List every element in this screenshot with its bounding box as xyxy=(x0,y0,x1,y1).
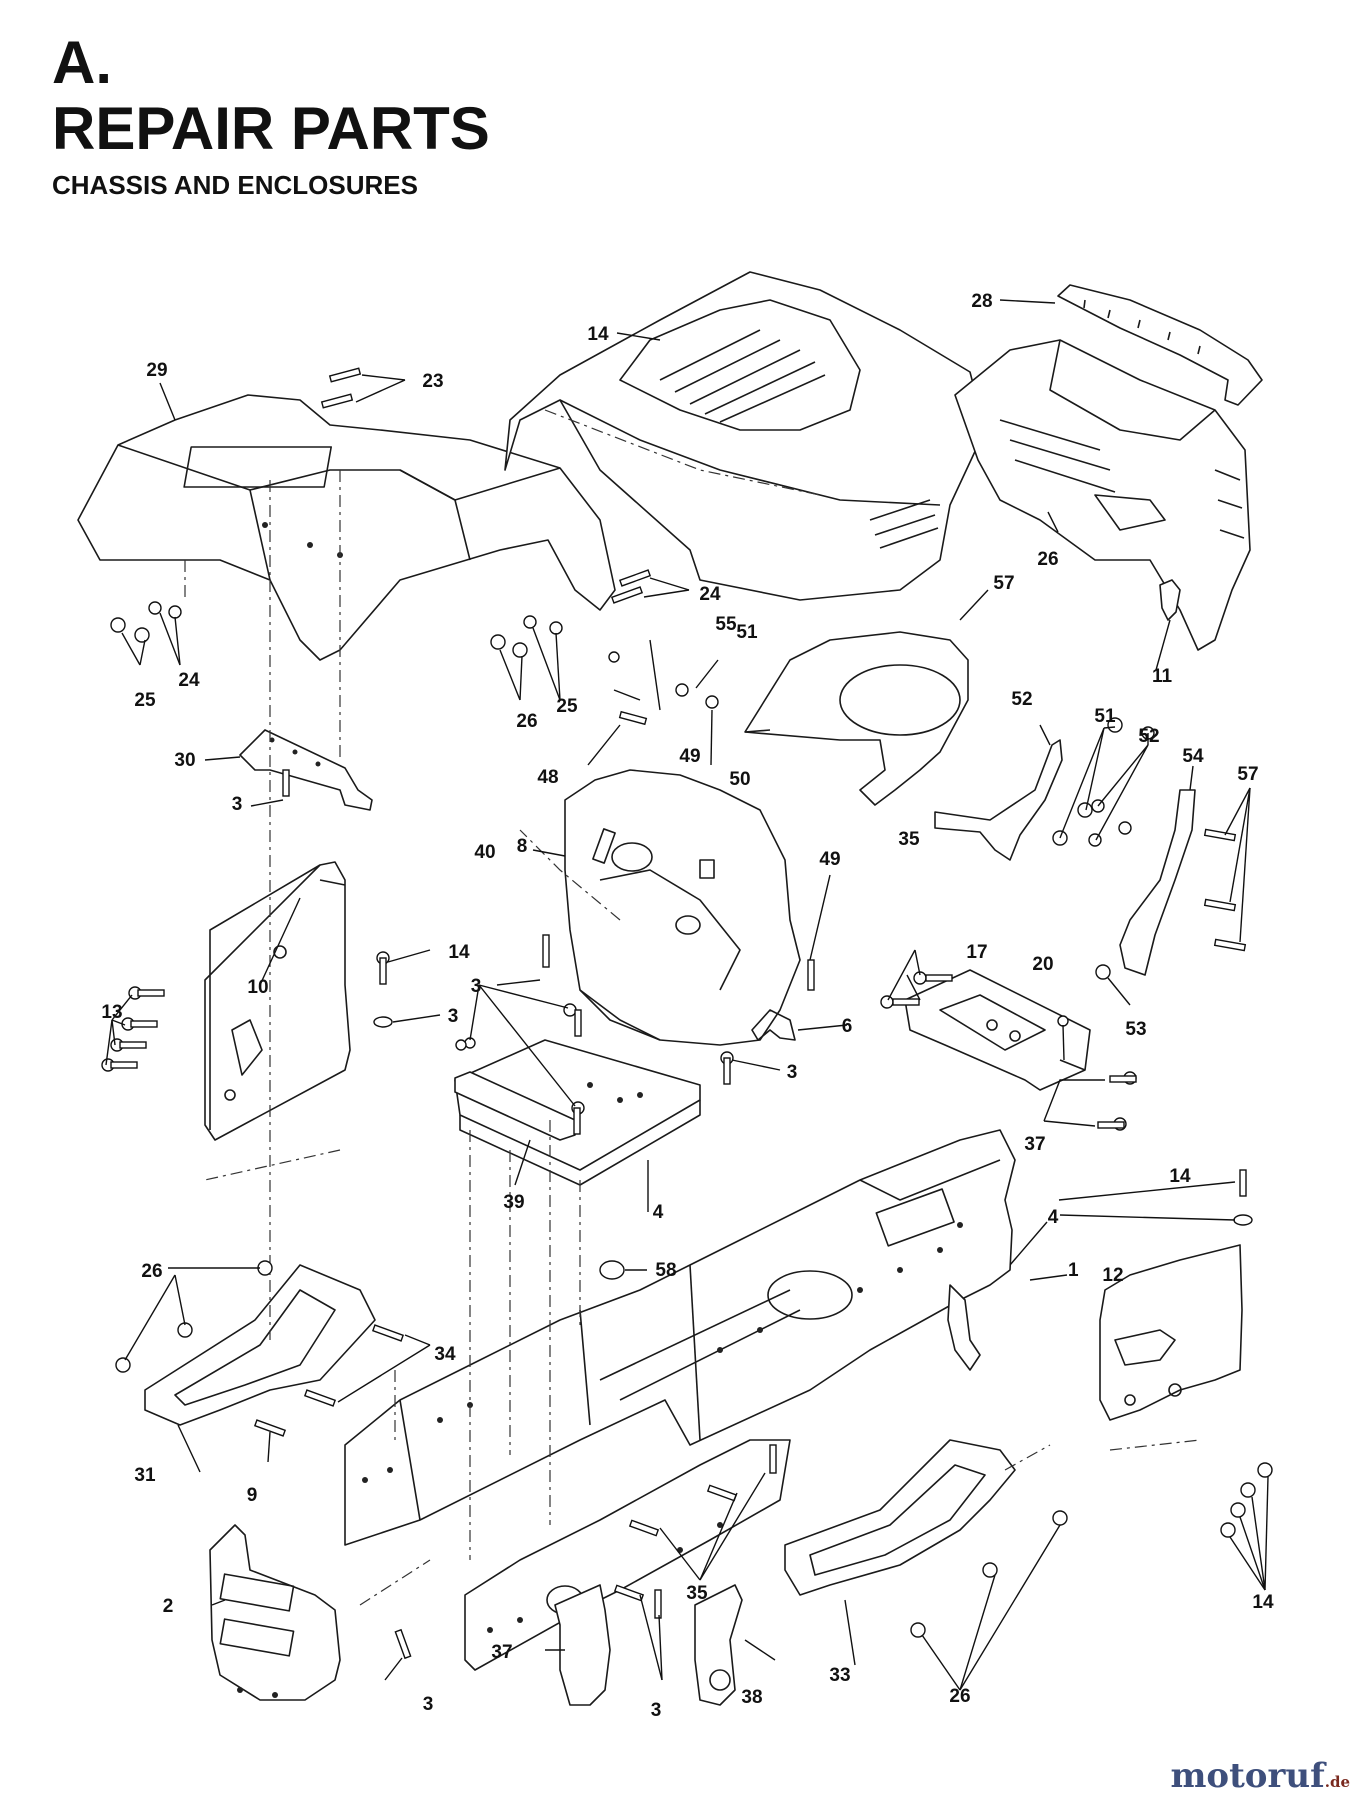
callout-label: 1 xyxy=(1068,1260,1079,1281)
callout-label: 13 xyxy=(101,1002,122,1023)
part-39-hole xyxy=(709,1669,731,1691)
callout-label: 35 xyxy=(686,1583,708,1604)
part-frame-rail-lower xyxy=(464,1439,791,1671)
part-20-seat-bracket xyxy=(904,969,1091,1091)
callout-label: 29 xyxy=(146,360,167,381)
part-55-bracket xyxy=(1119,789,1196,976)
part-40-rail xyxy=(454,1071,576,1141)
callout-label: 3 xyxy=(787,1062,798,1083)
callout-label: 28 xyxy=(971,291,992,312)
section-letter: A. xyxy=(52,29,112,96)
callout-label: 33 xyxy=(829,1665,850,1686)
callout-label: 14 xyxy=(448,942,470,963)
part-28-grille xyxy=(954,339,1251,651)
callout-label: 51 xyxy=(1094,706,1116,727)
callout-label: 48 xyxy=(537,767,558,788)
callout-label: 54 xyxy=(1182,746,1204,767)
callout-label: 14 xyxy=(1169,1166,1191,1187)
callout-label: 57 xyxy=(1237,764,1258,785)
part-1-frame xyxy=(344,1129,1016,1546)
callout-label: 51 xyxy=(736,622,758,643)
hardware xyxy=(101,367,1273,1660)
watermark: motoruf.de xyxy=(1170,1756,1350,1796)
callout-label: 12 xyxy=(1102,1265,1123,1286)
page-subtitle: CHASSIS AND ENCLOSURES xyxy=(52,170,418,200)
callout-label: 34 xyxy=(434,1344,456,1365)
part-9-dash-panel xyxy=(564,769,801,1046)
part-30-rear-fender xyxy=(77,394,616,661)
part-33-footrest-left xyxy=(144,1264,376,1426)
callout-label: 17 xyxy=(966,942,987,963)
callout-label: 55 xyxy=(715,614,737,635)
callout-label: 2 xyxy=(163,1596,174,1617)
callout-label: 3 xyxy=(232,794,243,815)
watermark-name: motoruf xyxy=(1170,1756,1325,1796)
callout-label: 53 xyxy=(1125,1019,1146,1040)
callout-label: 9 xyxy=(247,1485,258,1506)
callout-label: 58 xyxy=(655,1260,676,1281)
callout-label: 10 xyxy=(247,977,268,998)
callout-label: 37 xyxy=(491,1642,512,1663)
callout-label: 26 xyxy=(141,1261,162,1282)
callout-label: 26 xyxy=(949,1686,970,1707)
callout-label: 39 xyxy=(503,1192,524,1213)
callout-label: 49 xyxy=(819,849,840,870)
callout-label: 49 xyxy=(679,746,700,767)
callout-label: 52 xyxy=(1138,726,1159,747)
page-title: REPAIR PARTS xyxy=(52,95,490,162)
part-39-bracket xyxy=(694,1584,743,1706)
part-8-clip xyxy=(751,1009,796,1041)
callout-label: 26 xyxy=(516,711,537,732)
part-31-bracket xyxy=(239,729,373,811)
part-58-heat-shield xyxy=(744,631,969,806)
callout-label: 25 xyxy=(134,690,156,711)
part-2-front-bracket xyxy=(209,1524,341,1701)
part-12-latch xyxy=(1159,579,1181,621)
callout-label: 3 xyxy=(651,1700,662,1721)
part-34-footrest-right xyxy=(784,1439,1016,1596)
callout-label: 37 xyxy=(1024,1134,1045,1155)
callout-label: 24 xyxy=(178,670,200,691)
callout-label: 4 xyxy=(1048,1207,1059,1228)
callout-label: 57 xyxy=(993,573,1014,594)
callout-label: 38 xyxy=(741,1687,762,1708)
callout-label: 31 xyxy=(134,1465,156,1486)
part-53-bracket xyxy=(934,739,1063,861)
callout-label: 23 xyxy=(422,371,443,392)
callout-label: 35 xyxy=(898,829,920,850)
part-29-grille-top xyxy=(1057,284,1263,406)
callout-label: 8 xyxy=(517,836,528,857)
callout-labels: 1 2 3 3 3 3 3 3 4 4 6 8 9 10 11 12 13 14… xyxy=(101,291,1274,1721)
callout-label: 50 xyxy=(729,769,750,790)
watermark-suffix: .de xyxy=(1324,1773,1350,1791)
callout-label: 6 xyxy=(842,1016,853,1037)
callout-label: 11 xyxy=(1152,666,1173,687)
callout-label: 20 xyxy=(1032,954,1053,975)
callout-label: 14 xyxy=(1252,1592,1274,1613)
callout-label: 25 xyxy=(556,696,578,717)
assembly-lines xyxy=(184,470,1201,1606)
part-11-side-panel-left xyxy=(204,861,351,1141)
callout-label: 14 xyxy=(587,324,609,345)
leader-lines xyxy=(105,299,1269,1691)
part-17-hood xyxy=(504,271,986,601)
callout-label: 40 xyxy=(474,842,495,863)
callout-label: 26 xyxy=(1037,549,1058,570)
callout-label: 4 xyxy=(653,1202,664,1223)
callout-label: 24 xyxy=(699,584,721,605)
part-38-bracket xyxy=(554,1584,611,1706)
callout-label: 3 xyxy=(423,1694,434,1715)
callout-label: 30 xyxy=(174,750,195,771)
callout-label: 3 xyxy=(471,976,482,997)
part-13-side-panel-right xyxy=(1099,1244,1243,1421)
callout-label: 52 xyxy=(1011,689,1032,710)
callout-label: 3 xyxy=(448,1006,459,1027)
